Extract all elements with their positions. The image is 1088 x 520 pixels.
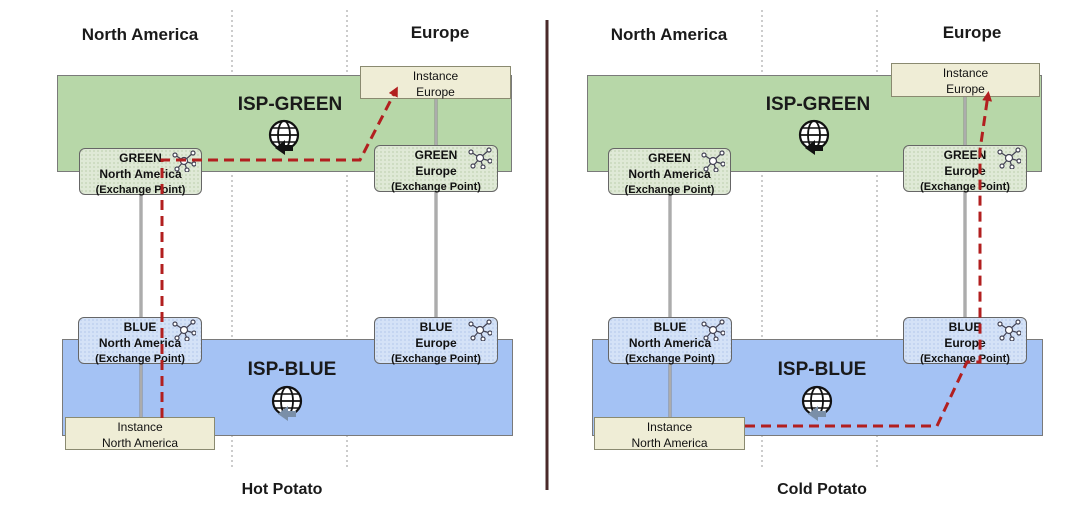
hot-potato-route [160, 86, 398, 418]
router-hub-icon [997, 319, 1021, 341]
router-hub-icon [997, 147, 1021, 169]
instance-label: Instance [646, 420, 693, 434]
exchange-point-blue-europe: BLUE Europe (Exchange Point) [374, 317, 498, 365]
instance-location: North America [631, 436, 708, 450]
exchange-point-blue-europe: BLUE Europe (Exchange Point) [903, 317, 1027, 365]
exchange-point-green-europe: GREEN Europe (Exchange Point) [903, 145, 1027, 193]
isp-blue-title: ISP-BLUE [247, 359, 337, 380]
globe-icon [271, 385, 303, 421]
instance-north-america: Instance North America [65, 417, 215, 450]
region-label-north-america: North America [81, 25, 199, 44]
node-title: BLUE [419, 320, 453, 334]
exchange-point-green-north-america: GREEN North America (Exchange Point) [608, 148, 731, 196]
instance-location: North America [101, 436, 179, 450]
router-hub-icon [468, 319, 492, 341]
node-location: North America [628, 167, 711, 181]
exchange-point-blue-north-america: BLUE North America (Exchange Point) [608, 317, 732, 365]
instance-label: Instance [412, 69, 459, 83]
node-location: Europe [415, 336, 457, 350]
globe-icon [801, 385, 833, 421]
isp-green-title: ISP-GREEN [237, 94, 343, 115]
router-hub-icon [701, 319, 725, 341]
instance-label: Instance [942, 66, 989, 80]
caption-cold-potato: Cold Potato [777, 481, 867, 498]
node-type: (Exchange Point) [920, 353, 1010, 365]
region-label-europe: Europe [942, 23, 1002, 42]
node-location: North America [628, 336, 712, 350]
node-location: Europe [944, 336, 986, 350]
router-hub-icon [468, 147, 492, 169]
node-title: BLUE [123, 320, 157, 334]
node-type: (Exchange Point) [625, 353, 715, 365]
instance-location: Europe [946, 82, 985, 96]
router-hub-icon [701, 150, 725, 172]
router-hub-icon [172, 319, 196, 341]
node-location: Europe [415, 164, 457, 178]
globe-icon [798, 119, 830, 155]
isp-blue-title: ISP-BLUE [777, 359, 867, 380]
exchange-point-blue-north-america: BLUE North America (Exchange Point) [78, 317, 202, 365]
node-type: (Exchange Point) [624, 184, 715, 196]
node-title: BLUE [653, 320, 687, 334]
isp-green-title: ISP-GREEN [765, 94, 871, 115]
node-location: Europe [944, 164, 986, 178]
instance-label: Instance [117, 420, 163, 434]
node-type: (Exchange Point) [391, 353, 481, 365]
caption-hot-potato: Hot Potato [241, 481, 323, 498]
instance-location: Europe [416, 85, 455, 99]
region-label-europe: Europe [410, 23, 470, 42]
node-title: GREEN [414, 148, 458, 162]
node-type: (Exchange Point) [920, 181, 1010, 193]
node-title: BLUE [948, 320, 982, 334]
region-label-north-america: North America [610, 25, 728, 44]
globe-icon [268, 119, 300, 155]
instance-north-america: Instance North America [594, 417, 745, 450]
instance-europe: Instance Europe [891, 63, 1040, 97]
node-title: GREEN [119, 151, 162, 165]
node-title: GREEN [648, 151, 691, 165]
node-title: GREEN [943, 148, 987, 162]
node-type: (Exchange Point) [391, 181, 481, 193]
exchange-point-green-europe: GREEN Europe (Exchange Point) [374, 145, 498, 193]
cold-potato-route [745, 91, 993, 428]
instance-europe: Instance Europe [360, 66, 511, 99]
